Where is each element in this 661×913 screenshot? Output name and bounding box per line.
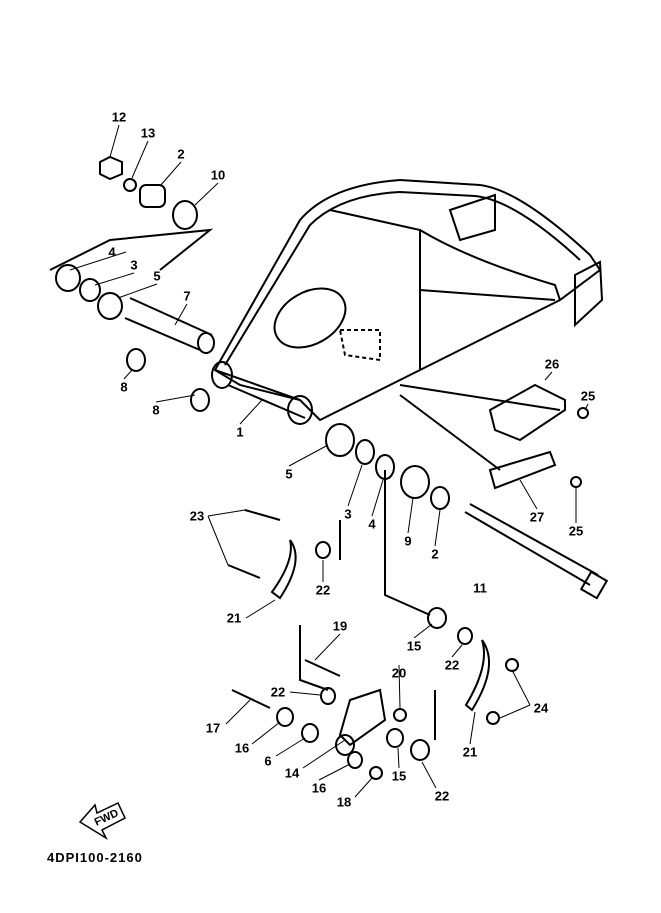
callout: 15 bbox=[406, 638, 422, 654]
callout: 8 bbox=[120, 379, 128, 395]
callout: 14 bbox=[284, 765, 300, 781]
callout: 22 bbox=[444, 657, 460, 673]
callout: 15 bbox=[391, 768, 407, 784]
part-code: 4DPI100-2160 bbox=[47, 850, 143, 865]
callout: 1 bbox=[236, 424, 244, 440]
callout: 22 bbox=[434, 788, 450, 804]
callout: 26 bbox=[544, 356, 560, 372]
callout: 25 bbox=[568, 523, 584, 539]
callout: 10 bbox=[210, 167, 226, 183]
callout: 16 bbox=[234, 740, 250, 756]
callout: 24 bbox=[533, 700, 549, 716]
callout: 19 bbox=[332, 618, 348, 634]
callout: 18 bbox=[336, 794, 352, 810]
callout: 22 bbox=[270, 684, 286, 700]
callout: 6 bbox=[264, 753, 272, 769]
callout: 21 bbox=[462, 744, 478, 760]
swingarm-window bbox=[273, 287, 347, 349]
callout: 8 bbox=[152, 402, 160, 418]
callout: 2 bbox=[431, 546, 439, 562]
callout: 3 bbox=[344, 506, 352, 522]
callout: 21 bbox=[226, 610, 242, 626]
callout: 3 bbox=[130, 257, 138, 273]
callout: 16 bbox=[311, 780, 327, 796]
callout: 4 bbox=[108, 244, 116, 260]
callout: 22 bbox=[315, 582, 331, 598]
callout: 4 bbox=[368, 516, 376, 532]
callout: 5 bbox=[285, 466, 293, 482]
callout: 11 bbox=[473, 580, 487, 596]
callout: 23 bbox=[189, 508, 205, 524]
callout: 12 bbox=[111, 109, 127, 125]
callout: 5 bbox=[153, 268, 161, 284]
callout: 2 bbox=[177, 146, 185, 162]
callout: 17 bbox=[205, 720, 221, 736]
callout: 9 bbox=[404, 533, 412, 549]
callout: 13 bbox=[140, 125, 156, 141]
callout: 25 bbox=[580, 388, 596, 404]
callout: 7 bbox=[183, 288, 191, 304]
callout: 27 bbox=[529, 509, 545, 525]
callout: 20 bbox=[391, 665, 407, 681]
